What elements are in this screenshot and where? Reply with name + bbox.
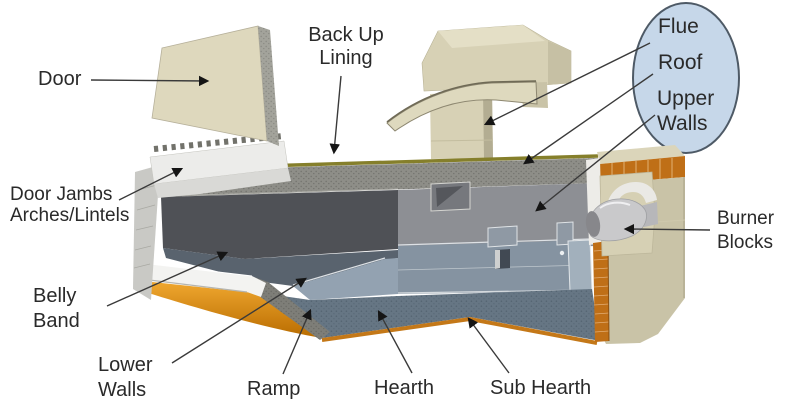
underside-orange <box>142 281 322 338</box>
burner-arch <box>606 182 657 213</box>
belly-band-highlight <box>141 262 253 277</box>
outer-edge-texture <box>248 277 330 340</box>
door-edge-texture <box>258 26 279 146</box>
burner-block-assembly <box>585 171 658 257</box>
label-lower-walls: Lower Walls <box>98 354 153 401</box>
label-ramp: Ramp <box>247 378 301 400</box>
callout-line-door <box>90 75 210 87</box>
label-roof: Roof <box>658 51 703 74</box>
callout-line-burner-blocks <box>623 223 711 235</box>
brick-column <box>593 241 609 342</box>
callout-line-lower-walls <box>171 277 307 364</box>
flue-box-top <box>438 25 545 48</box>
callout-line-flue <box>483 42 651 126</box>
callout-line-belly-band <box>106 251 229 307</box>
label-sub-hearth: Sub Hearth <box>490 377 592 399</box>
firing-chamber-dark <box>161 190 398 259</box>
flue-column-seam <box>430 139 494 142</box>
label-flue: Flue <box>658 15 699 38</box>
ramp-edge-line <box>292 257 386 286</box>
callout-line-sub-hearth <box>467 317 510 374</box>
brick-column-edge <box>607 240 610 342</box>
callout-ellipse <box>632 2 740 154</box>
label-belly-band: Belly Band <box>33 285 80 332</box>
callout-line-hearth <box>377 309 413 374</box>
flue-column-shade <box>483 91 493 158</box>
chamber-top-seam <box>160 188 399 197</box>
callout-lines <box>90 42 711 375</box>
sub-hearth-texture <box>255 289 600 341</box>
callout-line-door-jambs <box>118 167 184 201</box>
wall-port-highlight <box>495 250 500 269</box>
belly-band-strip <box>141 263 266 297</box>
label-upper-walls: Upper Walls <box>657 87 715 135</box>
callout-line-upper-walls <box>535 114 656 212</box>
damper-arch-edge <box>386 80 537 123</box>
door-assembly <box>151 25 279 146</box>
door-panel <box>151 25 268 142</box>
belly-band-shade <box>140 278 248 293</box>
label-backup-lining: Back Up Lining <box>308 24 384 69</box>
hearth-end-step <box>567 239 593 292</box>
callout-line-roof <box>523 73 654 165</box>
jamb-lintel-band <box>154 168 291 198</box>
burner-mouth <box>585 211 601 237</box>
label-hearth: Hearth <box>374 377 435 399</box>
wall-notch-shadow <box>436 186 463 207</box>
damper-arch <box>386 81 538 132</box>
ramp-surface <box>293 258 398 300</box>
callout-line-backup-lining <box>329 75 342 155</box>
callout-line-ramp <box>282 308 312 375</box>
flue-box-right-shade <box>548 41 571 85</box>
casing-top-face <box>597 145 685 164</box>
wall-mark <box>559 250 565 256</box>
burner-highlight <box>599 201 631 209</box>
label-door: Door <box>38 68 82 90</box>
flue-column <box>430 91 493 159</box>
wall-tab-1 <box>487 225 518 248</box>
flue-chimney <box>386 24 572 159</box>
label-door-jambs: Door Jambs Arches/Lintels <box>10 184 130 226</box>
hearth-mid-line <box>397 264 591 271</box>
label-burner-blocks: Burner Blocks <box>717 208 775 253</box>
